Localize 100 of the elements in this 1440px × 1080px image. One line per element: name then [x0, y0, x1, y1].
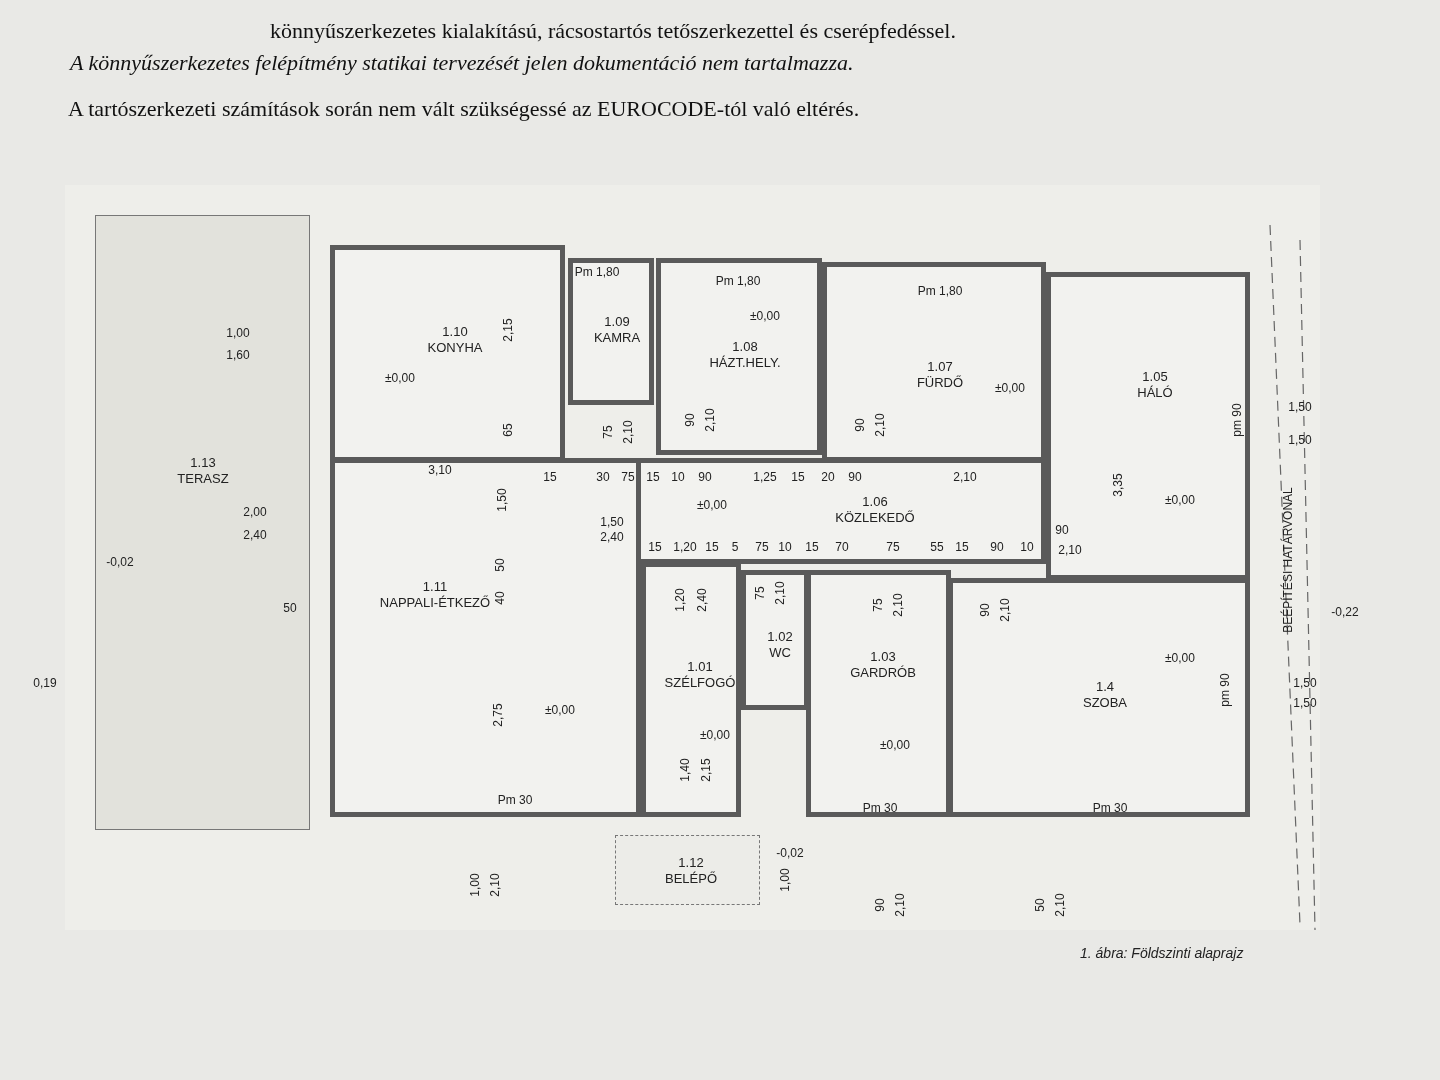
dimension-text: 1,50 [600, 515, 624, 529]
dimension-text: 2,75 [491, 703, 505, 727]
room-number: 1.01 [687, 659, 713, 675]
dimension-text: 15 [955, 540, 969, 554]
room-name: SZÉLFOGÓ [664, 675, 736, 691]
room-name: NAPPALI-ÉTKEZŐ [379, 595, 491, 611]
dimension-text: 90 [698, 470, 712, 484]
dimension-text: 1,00 [468, 873, 482, 897]
level-mark: ±0,00 [880, 738, 910, 752]
dimension-text: 70 [835, 540, 849, 554]
room-number: 1.08 [732, 339, 758, 355]
boundary-text: BEÉPÍTÉSI HATÁRVONAL [1281, 487, 1295, 633]
room-number: 1.13 [190, 455, 216, 471]
dimension-text: 10 [671, 470, 685, 484]
level-mark: ±0,00 [1165, 651, 1195, 665]
dimension-text: 1,00 [226, 326, 250, 340]
dimension-text: 50 [493, 558, 507, 572]
dimension-text: 90 [978, 603, 992, 617]
dimension-text: 2,10 [893, 893, 907, 917]
dimension-text: 10 [1020, 540, 1034, 554]
dimension-text: 75 [755, 540, 769, 554]
dimension-text: 2,40 [600, 530, 624, 544]
level-mark: ±0,00 [750, 309, 780, 323]
level-mark: -0,02 [776, 846, 804, 860]
dimension-text: 75 [753, 586, 767, 600]
dimension-text: 1,50 [1288, 400, 1312, 414]
dimension-text: 15 [648, 540, 662, 554]
dimension-text: 55 [930, 540, 944, 554]
dimension-text: 1,50 [495, 488, 509, 512]
room-name: FÜRDŐ [916, 375, 964, 391]
room-outline [330, 458, 641, 817]
dimension-text: 2,10 [1058, 543, 1082, 557]
dimension-text: 1,40 [678, 758, 692, 782]
dimension-text: 90 [848, 470, 862, 484]
dimension-text: 2,10 [998, 598, 1012, 622]
dimension-text: 3,10 [428, 463, 452, 477]
dimension-text: 2,10 [621, 420, 635, 444]
dimension-text: 1,20 [673, 540, 697, 554]
level-mark: ±0,00 [697, 498, 727, 512]
dimension-text: 2,15 [501, 318, 515, 342]
room-name: GARDRÓB [850, 665, 916, 681]
dimension-text: 90 [1055, 523, 1069, 537]
dimension-text: 15 [646, 470, 660, 484]
dimension-text: 65 [501, 423, 515, 437]
room-number: 1.07 [927, 359, 953, 375]
dimension-text: 2,10 [773, 581, 787, 605]
body-text: A könnyűszerkezetes felépítmény statikai tervezését jelen dokumentáció nem tartalmazza. [70, 50, 854, 76]
dimension-text: 75 [886, 540, 900, 554]
room-number: 1.10 [442, 324, 468, 340]
room-name: HÁZT.HELY. [709, 355, 781, 371]
room-outline [568, 258, 654, 405]
level-mark: ±0,00 [700, 728, 730, 742]
dimension-text: 75 [871, 598, 885, 612]
dimension-text: 90 [873, 898, 887, 912]
dimension-text: 1,25 [753, 470, 777, 484]
room-number: 1.06 [862, 494, 888, 510]
room-name: SZOBA [1082, 695, 1128, 711]
height-mark: Pm 30 [497, 793, 533, 807]
body-text: könnyűszerkezetes kialakítású, rácsostartós tetőszerkezettel és cserépfedéssel. [270, 18, 956, 44]
dimension-text: 15 [791, 470, 805, 484]
dimension-text: 1,50 [1293, 696, 1317, 710]
level-mark: ±0,00 [995, 381, 1025, 395]
dimension-text: 5 [731, 540, 739, 554]
dimension-text: 2,10 [488, 873, 502, 897]
dimension-text: 2,40 [243, 528, 267, 542]
room-outline [741, 570, 809, 710]
height-mark: Pm 1,80 [574, 265, 620, 279]
dimension-text: pm 90 [1230, 403, 1244, 437]
height-mark: Pm 1,80 [917, 284, 963, 298]
dimension-text: 2,10 [953, 470, 977, 484]
dimension-text: 1,60 [226, 348, 250, 362]
dimension-text: 2,10 [891, 593, 905, 617]
dimension-text: 2,10 [873, 413, 887, 437]
dimension-text: 2,15 [699, 758, 713, 782]
room-number: 1.11 [422, 579, 448, 595]
dimension-text: 2,00 [243, 505, 267, 519]
room-outline [656, 258, 822, 455]
level-mark: -0,22 [1331, 605, 1359, 619]
dimension-text: 10 [778, 540, 792, 554]
dimension-text: 50 [1033, 898, 1047, 912]
room-number: 1.4 [1095, 679, 1115, 695]
room-name: WC [769, 645, 791, 661]
dimension-text: 1,00 [778, 868, 792, 892]
dimension-text: 50 [283, 601, 297, 615]
room-number: 1.09 [604, 314, 630, 330]
dimension-text: pm 90 [1218, 673, 1232, 707]
level-mark: 0,19 [33, 676, 57, 690]
level-mark: ±0,00 [385, 371, 415, 385]
dimension-text: 90 [853, 418, 867, 432]
room-number: 1.03 [870, 649, 896, 665]
dimension-text: 90 [683, 413, 697, 427]
entrance-area [615, 835, 760, 905]
dimension-text: 2,10 [1053, 893, 1067, 917]
level-mark: -0,02 [106, 555, 134, 569]
body-text: A tartószerkezeti számítások során nem vált szükségessé az EUROCODE-tól való eltérés. [68, 96, 860, 122]
dimension-text: 40 [493, 591, 507, 605]
dimension-text: 15 [543, 470, 557, 484]
dimension-text: 3,35 [1111, 473, 1125, 497]
dimension-text: 75 [621, 470, 635, 484]
dimension-text: 1,20 [673, 588, 687, 612]
